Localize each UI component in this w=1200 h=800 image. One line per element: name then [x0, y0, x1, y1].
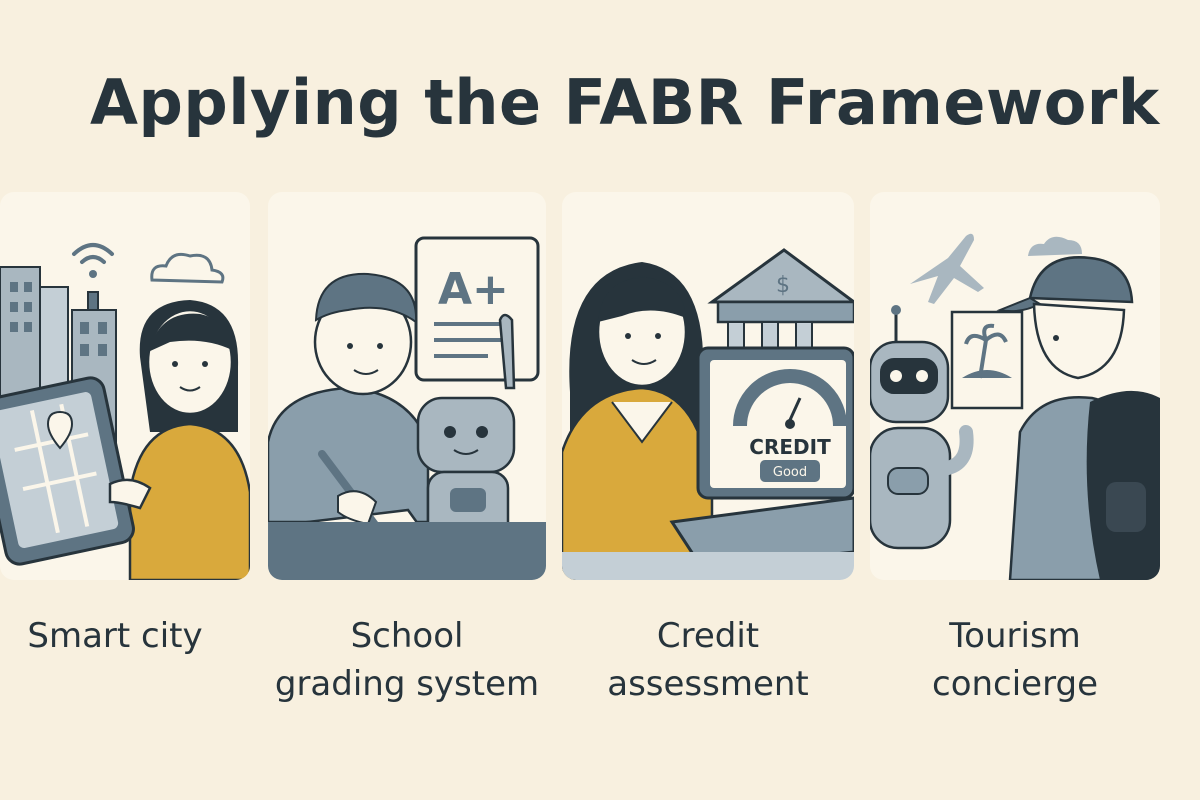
- smart-city-illustration: [0, 243, 250, 580]
- beach-photo-icon: [950, 310, 1024, 410]
- label-line: Credit: [656, 616, 760, 656]
- student-icon: [268, 272, 430, 524]
- dollar-icon: $: [776, 273, 790, 298]
- grade-card-icon: A+: [414, 236, 540, 382]
- credit-assessment-card: $ CREDIT Good: [562, 192, 854, 580]
- robot-icon: [268, 313, 546, 580]
- svg-text:Good: Good: [773, 465, 807, 480]
- label-line: concierge: [932, 664, 1098, 704]
- robot-icon: [870, 305, 974, 550]
- label-line: Tourism: [949, 616, 1081, 656]
- school-grading-illustration: A+: [268, 236, 546, 580]
- label-line: assessment: [607, 664, 809, 704]
- tourism-concierge-illustration: [870, 233, 1160, 580]
- tourism-concierge-label: Tourism concierge: [870, 612, 1160, 708]
- pencil-icon: [318, 450, 380, 530]
- page-title: Applying the FABR Framework: [90, 66, 1160, 139]
- wifi-icon: [72, 243, 114, 278]
- backpack-icon: [1086, 390, 1160, 580]
- cloud-icon: [1028, 236, 1082, 256]
- label-line: grading system: [274, 664, 540, 704]
- smart-city-card: [0, 192, 250, 580]
- label-line: Smart city: [27, 616, 203, 656]
- school-grading-card: A+: [268, 192, 546, 580]
- svg-text:CREDIT: CREDIT: [749, 435, 831, 459]
- airplane-icon: [910, 233, 984, 304]
- tourism-concierge-card: [870, 192, 1160, 580]
- cloud-icon: [150, 252, 225, 284]
- smart-city-label: Smart city: [0, 612, 230, 660]
- woman-icon: [562, 262, 714, 580]
- woman-icon: [128, 300, 250, 580]
- svg-text:A+: A+: [438, 264, 509, 315]
- gauge-icon: CREDIT Good: [733, 369, 847, 482]
- label-line: School: [350, 616, 464, 656]
- location-pin-icon: [46, 410, 74, 450]
- school-grading-label: School grading system: [268, 612, 546, 708]
- credit-assessment-label: Credit assessment: [562, 612, 854, 708]
- tablet-map-icon: [0, 376, 152, 566]
- credit-assessment-illustration: $ CREDIT Good: [562, 248, 854, 580]
